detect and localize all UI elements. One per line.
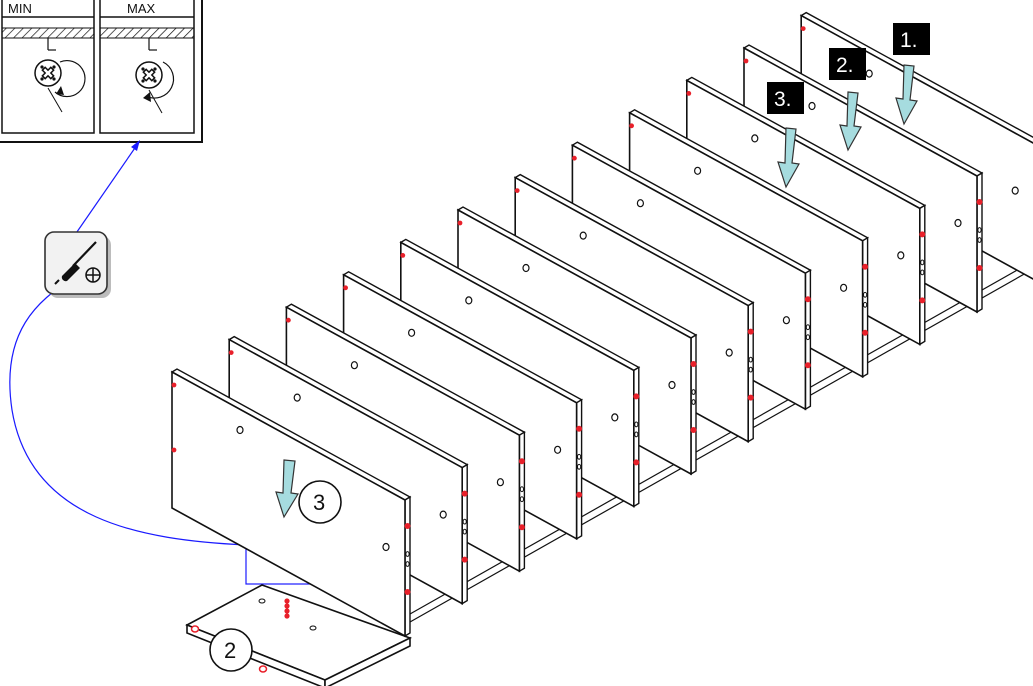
step-label-2: 2. — [836, 54, 854, 77]
step-arrow-1: 1. — [893, 23, 930, 126]
step-arrow-2: 2. — [829, 48, 866, 152]
step-label-3: 3. — [774, 88, 792, 111]
inset-max-label: MAX — [127, 1, 156, 16]
step-label-3-bg — [767, 82, 804, 114]
adjustment-inset: MIN MAX — [0, 0, 203, 143]
callout-base-2: 2 — [209, 628, 253, 672]
callout-base-2-text: 2 — [224, 638, 236, 663]
shelf-panels — [170, 11, 1033, 638]
step-label-2-bg — [829, 48, 866, 80]
inset-min-label: MIN — [8, 1, 32, 16]
step-label-1: 1. — [900, 29, 918, 52]
step-arrow-3: 3. — [767, 82, 804, 189]
magnify-leader — [9, 140, 337, 585]
callout-panel-3: 3 — [298, 480, 342, 524]
cam-min-icon — [34, 38, 86, 113]
callout-panel-3-text: 3 — [313, 490, 325, 515]
front-insert-arrow — [275, 459, 299, 519]
screwdriver-phillips-icon — [44, 231, 111, 298]
step-label-1-bg — [893, 23, 930, 55]
cam-max-icon — [135, 38, 175, 114]
